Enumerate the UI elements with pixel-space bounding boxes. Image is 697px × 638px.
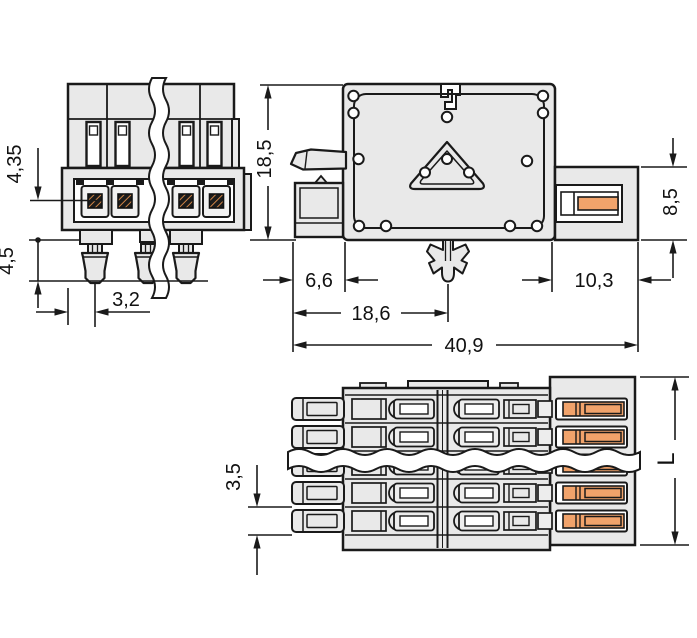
pole-row xyxy=(291,509,628,533)
dim-label-6-6: 6,6 xyxy=(305,270,333,292)
orange-contact-side xyxy=(577,196,619,211)
dimension-3-2: 3,2 xyxy=(36,284,150,327)
female-contact xyxy=(202,185,231,218)
pole-row xyxy=(291,425,628,449)
dim-label-18-5: 18,5 xyxy=(254,140,276,179)
pole-row xyxy=(291,481,628,505)
dim-label-18-6: 18,6 xyxy=(352,303,391,325)
dimension-4-5: 4,5 xyxy=(0,237,208,308)
break-line xyxy=(148,77,170,299)
housing-side xyxy=(293,181,345,239)
break-line xyxy=(287,448,641,473)
dimension-10-3: 10,3 xyxy=(522,242,671,352)
dimension-18-6: 18,6 xyxy=(293,284,449,325)
dim-label-4-5: 4,5 xyxy=(0,247,18,275)
dim-label-40-9: 40,9 xyxy=(445,335,484,357)
dimension-6-6: 6,6 xyxy=(263,242,378,352)
coding-slot xyxy=(114,120,131,168)
coding-slot xyxy=(178,120,195,168)
dim-label-8-5: 8,5 xyxy=(660,188,682,216)
dimension-40-9: 40,9 xyxy=(293,335,638,357)
side-view xyxy=(250,82,640,283)
dimension-4-35: 4,35 xyxy=(4,145,100,202)
front-view xyxy=(60,77,252,299)
bottom-view xyxy=(287,375,641,552)
female-contact xyxy=(80,185,110,218)
dim-label-10-3: 10,3 xyxy=(575,270,614,292)
snap-in-foot xyxy=(426,239,470,283)
dim-label-3-2: 3,2 xyxy=(112,289,140,311)
flange-teeth xyxy=(76,179,235,185)
locking-lever xyxy=(289,148,348,171)
dimension-L: L xyxy=(640,376,689,546)
solder-pin xyxy=(80,241,110,285)
plate-holes xyxy=(347,89,550,233)
dim-label-L: L xyxy=(653,452,680,465)
dim-label-3-5: 3,5 xyxy=(223,463,245,491)
female-contact xyxy=(171,185,201,218)
dimension-3-5: 3,5 xyxy=(223,463,292,575)
female-contact xyxy=(110,185,140,218)
dimension-18-5: 18,5 xyxy=(254,84,343,240)
dimension-8-5: 8,5 xyxy=(641,138,687,278)
solder-pin xyxy=(171,241,201,285)
coding-slot xyxy=(206,120,223,168)
dim-label-4-35: 4,35 xyxy=(4,145,26,184)
coding-slot xyxy=(85,120,102,168)
pole-row xyxy=(291,397,628,421)
